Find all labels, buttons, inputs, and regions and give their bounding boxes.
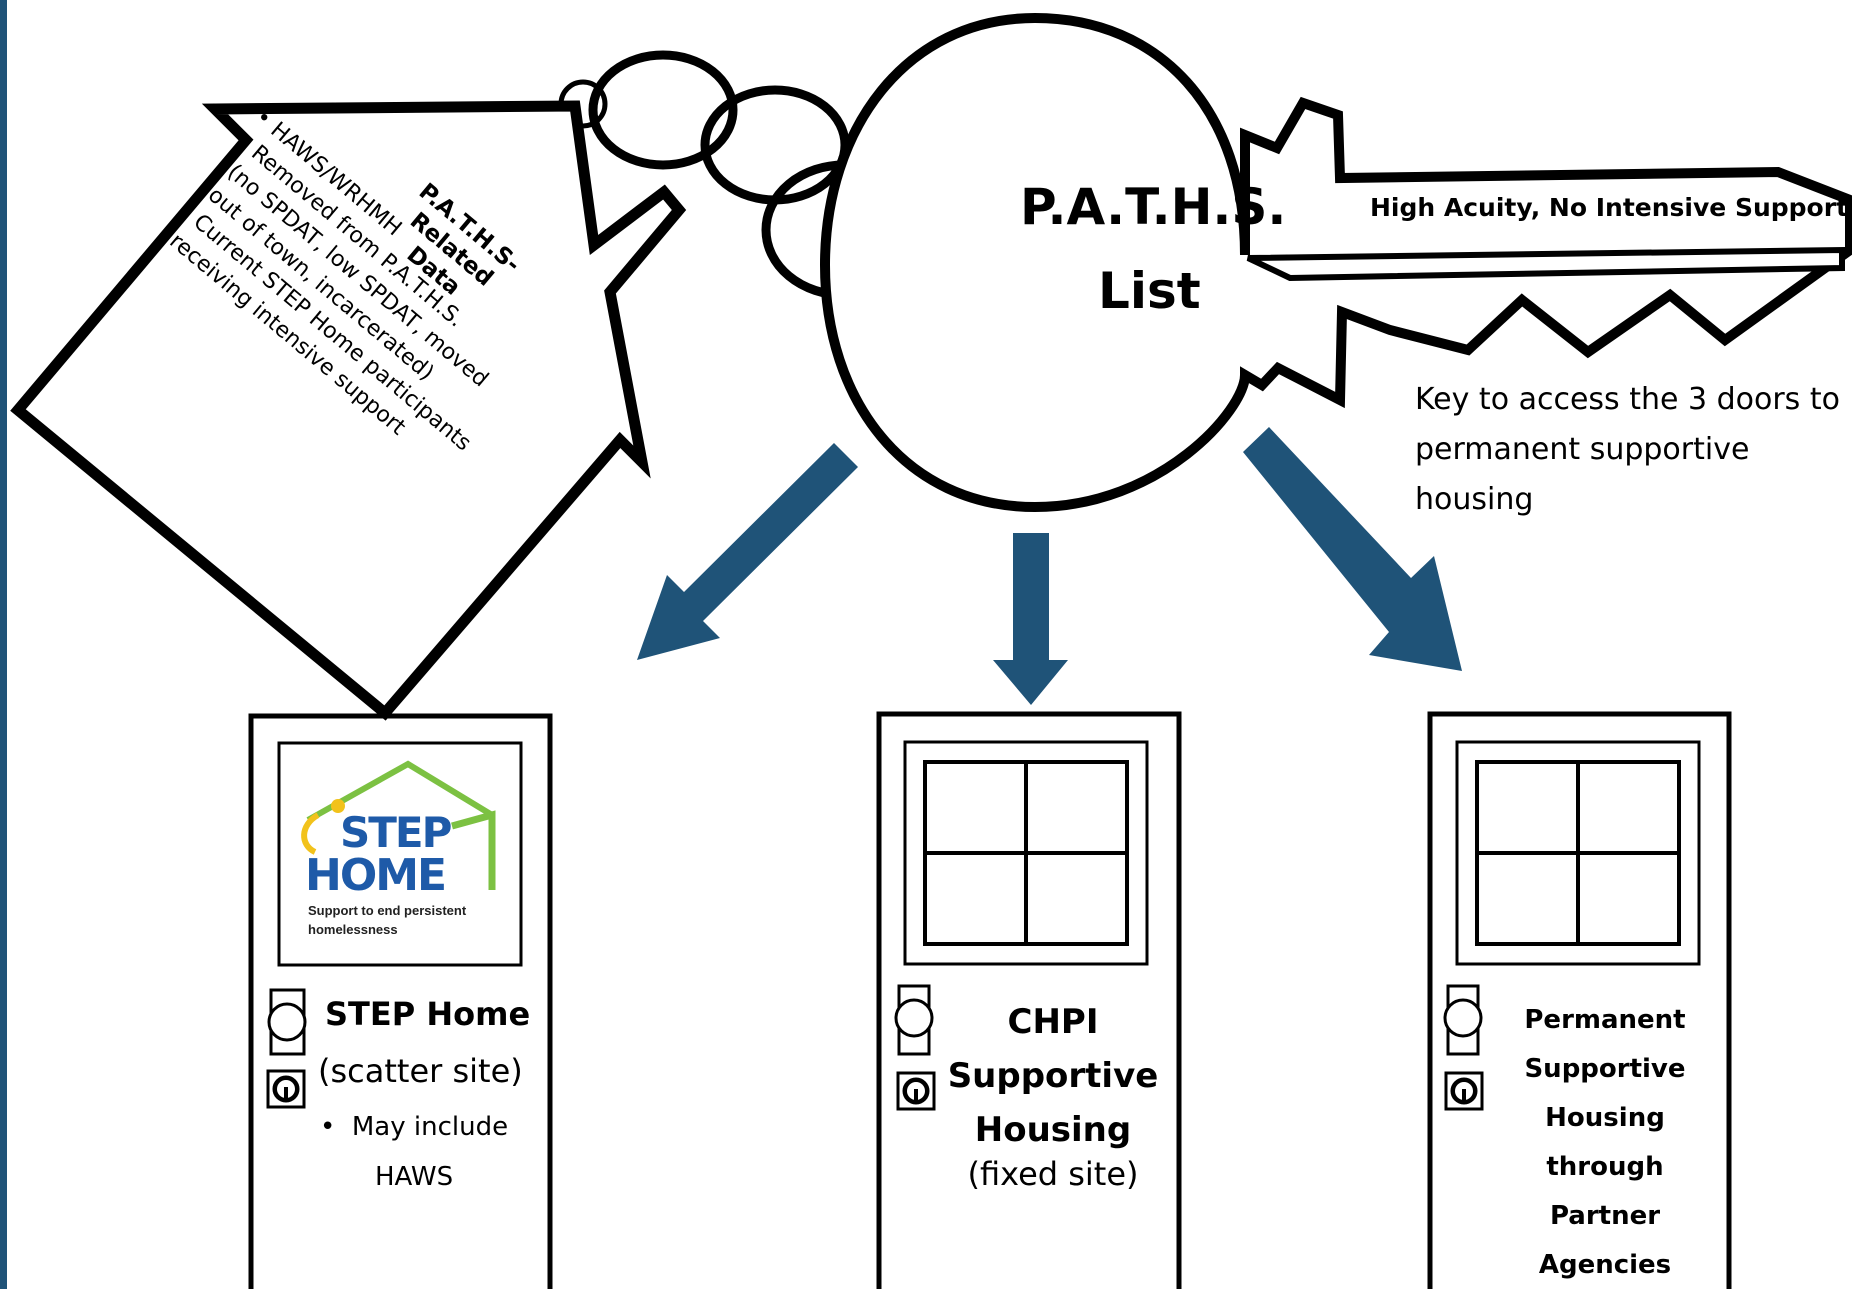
logo-tagline-line1: Support to end persistent xyxy=(308,903,467,918)
door3-title: Permanent Supportive Housing through Par… xyxy=(1524,1005,1686,1280)
door1-bullet: • May include xyxy=(320,1112,509,1142)
keyhole-plate xyxy=(1444,1071,1484,1111)
door1-subtitle: (scatter site) xyxy=(318,1052,523,1090)
arrows xyxy=(637,427,1462,705)
arrow-left xyxy=(637,443,858,660)
house-shape xyxy=(10,100,687,721)
door-step-home xyxy=(248,713,553,1289)
door-permanent-supportive xyxy=(1427,711,1732,1289)
left-frame-bar xyxy=(0,0,7,1289)
door2-subtitle: (fixed site) xyxy=(967,1155,1139,1193)
keyhole-plate xyxy=(896,1071,936,1111)
key-note-line1: Key to access the 3 doors to xyxy=(1415,382,1840,417)
step-home-logo xyxy=(301,760,496,890)
door-chpi xyxy=(876,711,1182,1289)
arrow-right xyxy=(1243,427,1462,671)
arrow-center xyxy=(993,533,1068,705)
logo-word-step: STEP xyxy=(340,808,452,857)
key-note-line3: housing xyxy=(1415,482,1534,517)
door2-title: CHPI Supportive Housing xyxy=(947,1002,1159,1150)
door1-bullet-line2: HAWS xyxy=(375,1162,454,1192)
keyhole-plate xyxy=(266,1069,306,1109)
logo-tagline-line2: homelessness xyxy=(308,922,398,937)
key-title-line2: List xyxy=(1098,262,1201,320)
door1-title: STEP Home xyxy=(325,995,531,1033)
key-title-line1: P.A.T.H.S. xyxy=(1020,178,1287,236)
key-blade-groove xyxy=(1246,246,1845,282)
key-note-line2: permanent supportive xyxy=(1415,432,1750,467)
logo-word-home: HOME xyxy=(305,850,447,901)
key-blade-label: High Acuity, No Intensive Support xyxy=(1370,193,1848,222)
